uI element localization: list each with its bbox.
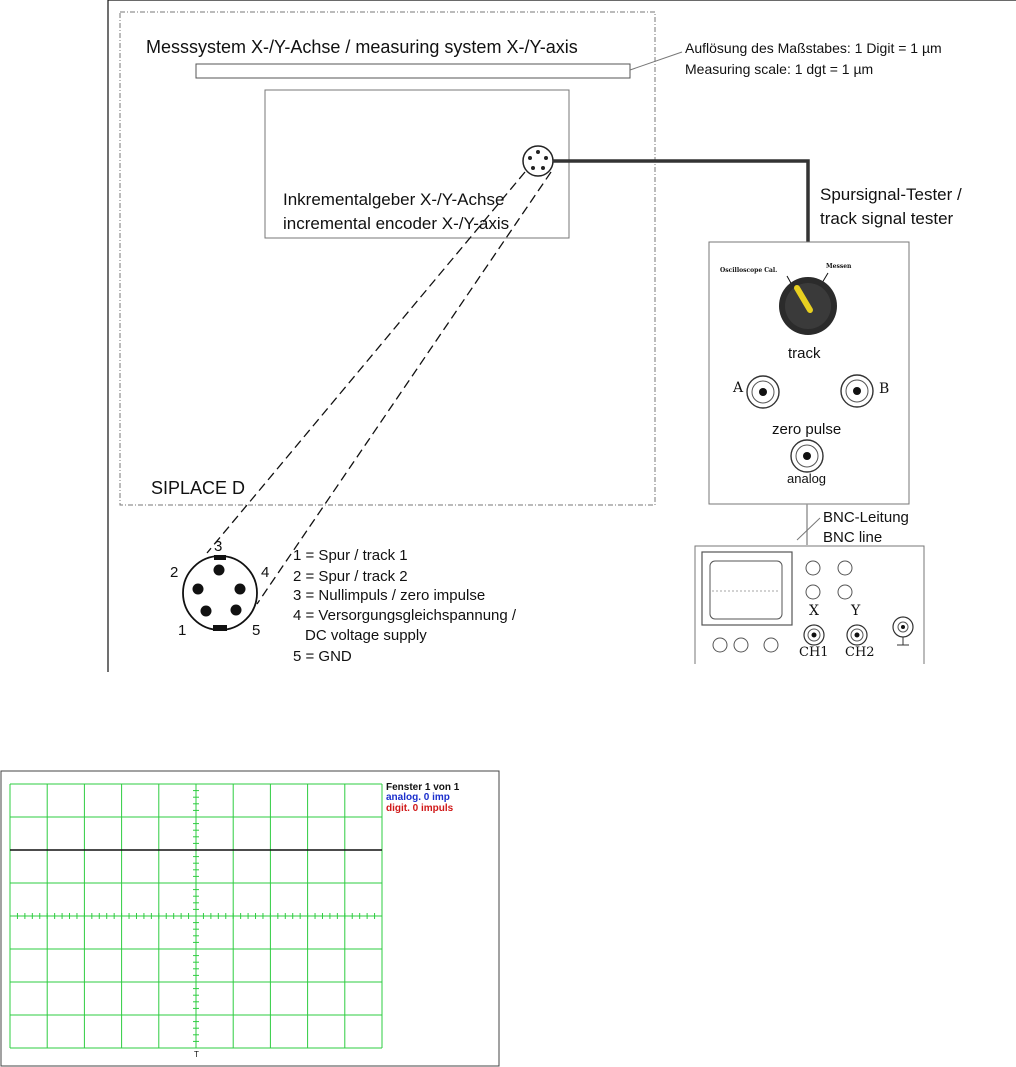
signal-cable — [553, 159, 810, 242]
knob-label-right: Messen — [826, 263, 852, 270]
bnc-jack-analog[interactable] — [790, 439, 824, 473]
zero-pulse-label: zero pulse — [772, 421, 841, 438]
resolution-en: Measuring scale: 1 dgt = 1 µm — [685, 61, 873, 77]
analog-label: analog — [787, 471, 826, 486]
track-selector-knob[interactable] — [779, 277, 837, 335]
pin-legend-3: 3 = Nullimpuls / zero impulse — [293, 587, 485, 604]
tester-title-en: track signal tester — [820, 209, 954, 228]
machine-boundary — [119, 11, 656, 506]
bnc-label-en: BNC line — [823, 529, 882, 546]
measuring-scale-bar — [195, 63, 631, 79]
bnc-jack-a[interactable] — [746, 375, 780, 409]
encoder-label-de: Inkrementalgeber X-/Y-Achse — [283, 190, 504, 209]
scope-ch1-jack[interactable] — [803, 624, 825, 646]
scope-y-label: Y — [850, 603, 861, 619]
scope-digit-label: digit. 0 impuls — [386, 803, 454, 814]
pin-number-2: 2 — [170, 564, 178, 581]
pin-connector-icon — [182, 555, 258, 631]
encoder-label-en: incremental encoder X-/Y-axis — [283, 214, 509, 233]
pin-number-1: 1 — [178, 622, 186, 639]
scope-window-label: Fenster 1 von 1 — [386, 782, 460, 793]
bnc-leader-line — [796, 517, 821, 541]
scope-ch2-label: CH2 — [845, 645, 875, 660]
pin-number-5: 5 — [252, 622, 260, 639]
dashed-cable-line-1 — [206, 171, 526, 554]
scope-grid — [9, 783, 383, 1049]
track-label: track — [788, 345, 821, 362]
jack-b-label: B — [879, 381, 889, 397]
encoder-box — [264, 89, 570, 239]
jack-a-label: A — [732, 380, 744, 396]
bnc-label-de: BNC-Leitung — [823, 509, 909, 526]
pin-number-3: 3 — [214, 538, 222, 555]
dashed-cable-line-2 — [256, 171, 552, 605]
scope-screen-frame — [0, 770, 500, 1067]
measuring-system-title: Messsystem X-/Y-Achse / measuring system… — [146, 37, 578, 57]
pin-legend-4b: DC voltage supply — [305, 627, 427, 644]
tester-title-de: Spursignal-Tester / — [820, 185, 962, 204]
pin-legend-2: 2 = Spur / track 2 — [293, 568, 408, 585]
scale-leader-line — [629, 51, 683, 71]
scope-ch1-label: CH1 — [799, 645, 829, 660]
trigger-marker: T — [194, 1050, 199, 1059]
scope-x-label: X — [809, 603, 819, 619]
scope-ground-terminal-icon — [892, 616, 914, 646]
resolution-de: Auflösung des Maßstabes: 1 Digit = 1 µm — [685, 40, 942, 56]
scope-analog-label: analog. 0 imp — [386, 792, 450, 803]
pin-legend-4: 4 = Versorgungsgleichspannung / — [293, 607, 517, 624]
pin-legend-5: 5 = GND — [293, 648, 352, 665]
scope-ch2-jack[interactable] — [846, 624, 868, 646]
pin-number-4: 4 — [261, 564, 269, 581]
encoder-connector-icon — [522, 145, 554, 177]
pin-legend-1: 1 = Spur / track 1 — [293, 547, 408, 564]
machine-label: SIPLACE D — [151, 478, 245, 498]
knob-label-left: Oscilloscope Cal. — [720, 267, 777, 274]
oscilloscope-device — [694, 545, 925, 664]
bnc-jack-b[interactable] — [840, 374, 874, 408]
